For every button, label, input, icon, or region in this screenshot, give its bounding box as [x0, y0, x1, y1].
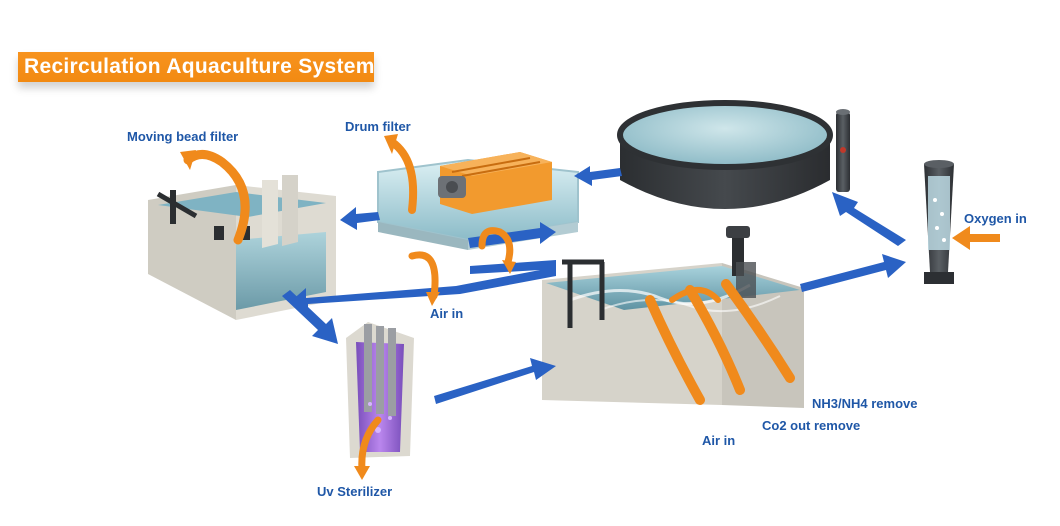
flow-arrow-tank-to-oxygen	[800, 254, 906, 292]
flow-arrow-oxygen-to-pool	[832, 192, 906, 246]
process-arrows	[180, 134, 795, 480]
culture-tank	[617, 100, 850, 209]
label-air-in-top: Air in	[430, 306, 464, 321]
flow-arrow-drum-loop	[468, 222, 556, 248]
flow-arrow-drum-to-bead	[340, 207, 380, 230]
air-in-arrow-2	[478, 227, 514, 266]
flow-arrow-uv-to-tank	[434, 358, 556, 404]
moving-bead-filter-tank	[148, 175, 336, 320]
label-co2-out-remove: Co2 out remove	[762, 418, 861, 433]
flow-arrow-return	[290, 260, 556, 312]
air-in-arrow-1	[408, 251, 439, 300]
aeration-arrow-3	[721, 279, 795, 383]
aeration-arrow-2	[685, 285, 745, 395]
label-oxygen-in: Oxygen in	[964, 211, 1027, 226]
aeration-arrow-1	[645, 295, 705, 405]
label-drum-filter: Drum filter	[345, 119, 411, 134]
uv-flow-arrow	[358, 416, 382, 474]
aeration-tank	[542, 226, 804, 408]
flow-arrow-pool-to-drum	[574, 166, 622, 186]
label-air-in-bottom: Air in	[702, 433, 736, 448]
flow-arrow-bead-to-uv	[282, 290, 338, 344]
drum-rotation-arrow	[388, 138, 418, 214]
flow-arrow-oxygen-in	[952, 226, 1000, 250]
flow-arrows	[282, 166, 1000, 404]
bead-circulation-arrow	[183, 150, 250, 245]
title-banner: Recirculation Aquaculture System (RAS)	[18, 52, 440, 82]
label-nh3-nh4-remove: NH3/NH4 remove	[812, 396, 918, 411]
uv-sterilizer-unit	[346, 322, 414, 458]
label-moving-bead-filter: Moving bead filter	[127, 129, 239, 144]
oxygen-cone	[924, 160, 954, 284]
label-uv-sterilizer: Uv Sterilizer	[317, 484, 393, 499]
diagram-title: Recirculation Aquaculture System (RAS)	[24, 55, 441, 78]
